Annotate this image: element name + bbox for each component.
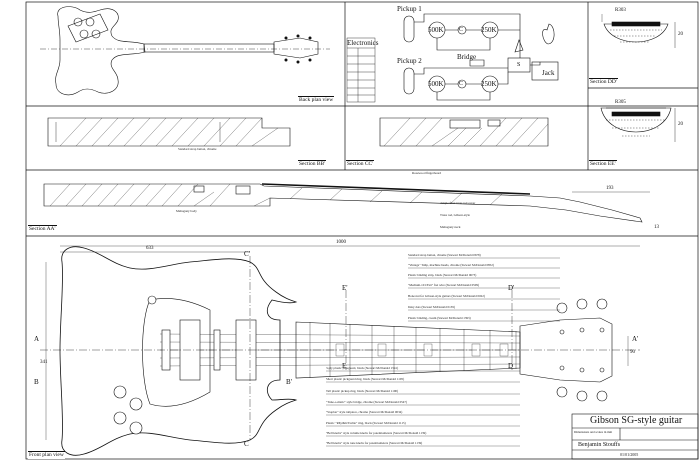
author-name: Benjamin Stouffs (578, 442, 621, 448)
headstock-tuners-back (284, 34, 312, 64)
callout-front-11: "Stopbar" style tailpiece, chrome (Stewa… (326, 410, 403, 414)
mark-c-prime: C' (244, 250, 250, 258)
callout-truss-cover: Ample fiber truss rod cover (440, 201, 476, 205)
dim-633: 633 (146, 246, 154, 251)
wiring-schematic (403, 13, 559, 101)
callout-front-8: Short plastic pickguard ring, black (Ste… (326, 377, 405, 381)
mark-d: D (508, 362, 514, 370)
mark-a: A (34, 335, 40, 343)
section-lines (40, 256, 640, 440)
callout-front-13: "Bell knobs" style volume knobs for pote… (326, 431, 427, 435)
front-body-outline (59, 246, 298, 456)
callout-body: Mahogany body (176, 209, 197, 213)
pickup-2-label: Pickup 2 (397, 57, 422, 65)
callout-front-0: Standard strap button, chrome (Stewart M… (408, 253, 481, 257)
cap-a-label: C (459, 27, 464, 33)
mark-a-prime: A' (632, 335, 639, 343)
hatch-aa (49, 183, 503, 207)
outer-border (25, 1, 699, 460)
drawing-title: Gibson SG-style guitar (590, 415, 683, 426)
callout-front-5: Inlay dots (Stewart McDonald 0139) (408, 305, 455, 309)
mark-e: E (342, 362, 347, 370)
mark-b: B (34, 378, 39, 386)
callout-front-4: Bone nut for Gibson-style guitars (Stewa… (408, 294, 485, 298)
dim-r303: R303 (615, 8, 626, 13)
back-plan-guitar (40, 6, 330, 96)
callout-truss-rod: Truss rod, Gibson-style (440, 213, 470, 217)
control-knobs (113, 295, 157, 435)
section-cc-body (379, 117, 549, 147)
callout-front-2: Plastic binding strip, black (Stewart Mc… (408, 273, 477, 277)
electronics-table (346, 37, 376, 103)
dim-r305: R305 (615, 100, 626, 105)
front-neck (295, 317, 613, 383)
pickup-1-label: Pickup 1 (397, 5, 422, 13)
dim-341: 341 (40, 360, 48, 365)
pot-500k-a-label: 500K (428, 26, 444, 34)
callout-front-14: "Bell knobs" style tone knobs for potent… (326, 441, 423, 445)
tuners-front (556, 298, 608, 402)
pot-250k-b-label: 250K (481, 80, 497, 88)
callout-front-6: Plastic binding, cream (Stewart McDonald… (408, 316, 471, 320)
hatch-cc (383, 117, 549, 147)
mark-e-prime: E' (342, 284, 348, 292)
pot-500k-b-label: 500K (428, 80, 444, 88)
label-section-bb: Section BB' (298, 160, 327, 168)
callout-strap-button-side: Standard strap button, chrome (178, 147, 217, 151)
switch-label: S (517, 62, 521, 68)
mark-b-prime: B' (286, 378, 292, 386)
label-section-cc: Section CC' (346, 160, 375, 168)
dim-20a: 20 (678, 32, 683, 37)
callout-front-12: Plastic "Rhythm/Treble" ring, black (Ste… (326, 421, 406, 425)
dim-1000: 1000 (336, 240, 346, 245)
bridge-label: Bridge (457, 53, 477, 61)
label-section-dd: Section DD' (589, 78, 618, 86)
scale-note: Dimensions and scales in mm (574, 430, 613, 434)
dim-13: 13 (654, 225, 659, 230)
label-section-aa: Section AA' (28, 225, 57, 233)
dim-20b: 20 (678, 122, 683, 127)
title-block-frame (571, 413, 699, 460)
front-pickguard (142, 298, 211, 407)
callout-front-7: 3-ply plastic pickguard, black (Stewart … (326, 366, 399, 370)
callout-front-10: "Tune-o-matic" style bridge, chrome (Ste… (326, 400, 408, 404)
label-front-plan-view: Front plan view (28, 451, 65, 459)
section-aa-body (43, 183, 643, 223)
dim-193: 193 (606, 186, 614, 191)
dimension-lines (45, 14, 650, 440)
label-section-ee: Section EE' (589, 160, 617, 168)
callout-front-3: "Medium-101/Fatt" fret wire (Stewart McD… (408, 283, 480, 287)
pot-250k-a-label: 250K (481, 26, 497, 34)
label-back-plan-view: Back plan view (298, 96, 335, 104)
electronics-heading: Electronics (347, 39, 379, 47)
hatch-bb (59, 117, 279, 147)
dim-90: 90 (630, 350, 635, 355)
callout-front-9: Tall plastic pickup ring, black (Stewart… (326, 389, 399, 393)
front-leaders (326, 257, 560, 447)
mark-c: C (244, 440, 249, 448)
callout-neck: Mahogany neck (440, 225, 461, 229)
cap-b-label: C (459, 81, 464, 87)
drawing-date: 01/01/2005 (620, 452, 639, 457)
callout-front-1: "Vintage" Tulip, machine heads, chrome (… (408, 263, 494, 267)
hatch-dd (606, 29, 666, 137)
jack-label: Jack (542, 69, 555, 77)
mark-d-prime: D' (508, 284, 515, 292)
callout-fingerboard: Rosewood fingerboard (412, 171, 442, 175)
